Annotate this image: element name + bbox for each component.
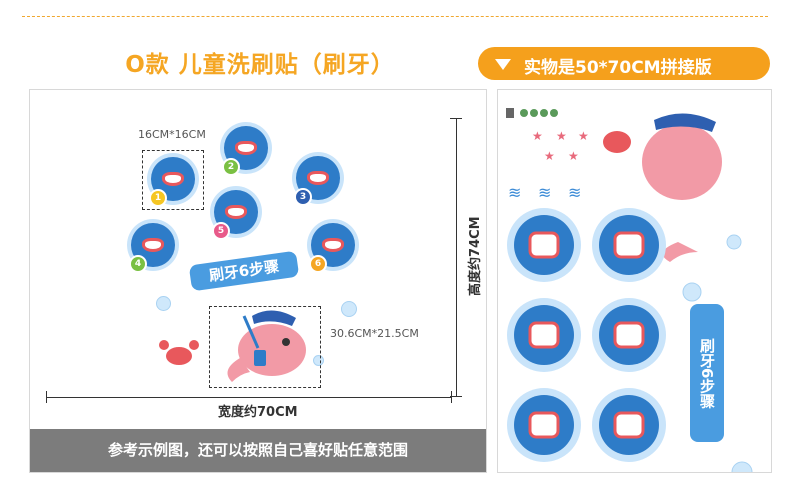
spec-pill: 实物是50*70CM拼接版 (478, 47, 770, 80)
mouth-icon (141, 237, 165, 253)
six-steps-banner-vertical: 刷牙6步骤 (690, 304, 724, 442)
brush-step-sticker-3: 3 (292, 152, 344, 206)
width-label: 宽度约70CM (218, 405, 298, 420)
step-number-badge: 3 (294, 188, 312, 206)
width-dimension-cap-right (451, 391, 452, 403)
svg-text:★: ★ (532, 129, 543, 143)
svg-text:≋: ≋ (568, 183, 581, 202)
mouth-icon (161, 171, 185, 187)
bubble (341, 301, 357, 317)
crab-illustration (159, 340, 199, 365)
six-steps-banner: 刷牙6步骤 (188, 250, 300, 292)
svg-text:★: ★ (556, 129, 567, 143)
spec-pill-label: 实物是50*70CM拼接版 (524, 58, 712, 78)
svg-text:★: ★ (544, 149, 555, 163)
example-layout-panel: 16CM*16CM 1 2 3 4 5 6 刷牙6步骤 (29, 89, 487, 473)
top-dashed-rule (22, 16, 768, 17)
triangle-down-icon (495, 59, 511, 70)
width-dimension-line (46, 397, 452, 398)
mouth-icon (306, 170, 330, 186)
mouth-icon (234, 140, 258, 156)
brush-step-sticker-2: 2 (220, 122, 272, 176)
size-label-small: 16CM*16CM (138, 128, 206, 141)
mouth-icon (321, 237, 345, 253)
actual-sticker-sheet-illustration: ★★ ★★ ★ ≋≋≋ (506, 108, 753, 472)
height-label: 高度约74CM (468, 216, 483, 296)
mouth-icon (224, 204, 248, 220)
brush-step-sticker-1: 1 (147, 153, 199, 207)
bubble (156, 296, 171, 311)
bubble (313, 355, 324, 366)
step-number-badge: 1 (149, 189, 167, 207)
size-frame-small (142, 150, 204, 210)
svg-text:★: ★ (568, 149, 579, 163)
svg-text:≋: ≋ (538, 183, 551, 202)
step-number-badge: 5 (212, 222, 230, 240)
brush-step-sticker-5: 5 (210, 186, 262, 240)
svg-text:★: ★ (578, 129, 589, 143)
svg-text:≋: ≋ (508, 183, 521, 202)
height-dimension-cap-top (450, 118, 462, 119)
height-dimension-line (456, 118, 457, 396)
brush-step-sticker-4: 4 (127, 219, 179, 273)
footer-note: 参考示例图，还可以按照自己喜好贴任意范围 (30, 429, 486, 472)
brush-step-sticker-6: 6 (307, 219, 359, 273)
size-label-large: 30.6CM*21.5CM (330, 327, 419, 340)
width-dimension-cap-left (46, 391, 47, 403)
page-title: O款 儿童洗刷贴（刷牙） (125, 52, 395, 78)
actual-product-panel: ★★ ★★ ★ ≋≋≋ 刷牙6步骤 (497, 89, 772, 473)
dolphin-mascot-illustration (227, 310, 306, 382)
size-frame-large (209, 306, 321, 388)
step-number-badge: 6 (309, 255, 327, 273)
step-number-badge: 4 (129, 255, 147, 273)
height-dimension-cap-bottom (450, 396, 462, 397)
step-number-badge: 2 (222, 158, 240, 176)
